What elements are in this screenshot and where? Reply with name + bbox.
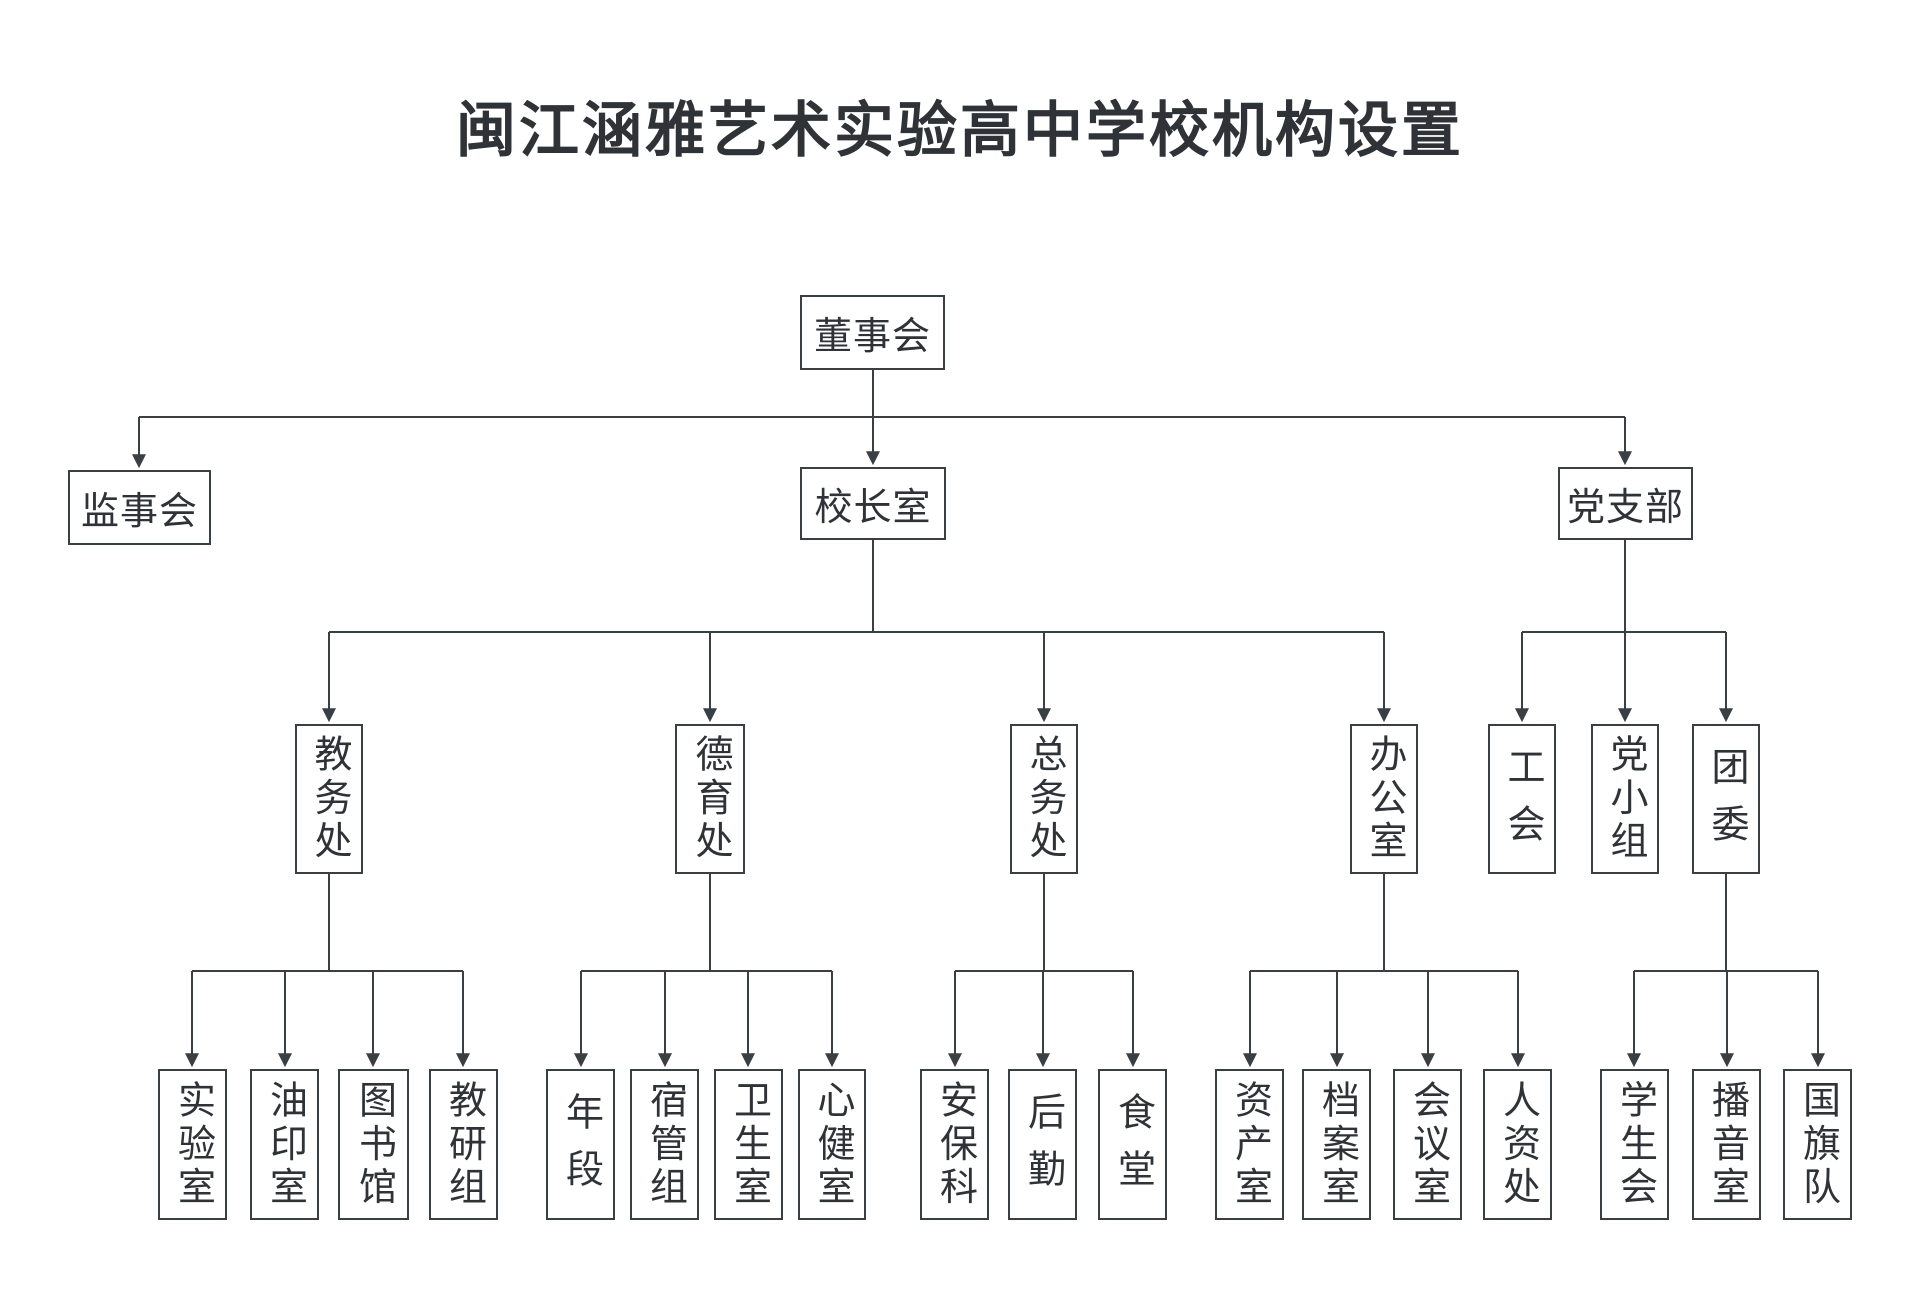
node-label: 办公室 [1363,734,1405,864]
node-supervisory-board: 监事会 [68,470,211,545]
node-label: 国旗队 [1796,1079,1839,1210]
node-teaching-research-group: 教研组 [429,1069,498,1220]
node-label: 心健室 [811,1079,853,1210]
node-label: 播音室 [1705,1079,1748,1210]
node-lab-room: 实验室 [158,1069,227,1220]
node-flag-team: 国旗队 [1783,1069,1852,1220]
node-label: 食堂 [1111,1092,1154,1207]
node-label: 教研组 [442,1079,485,1210]
node-label: 油印室 [263,1079,306,1210]
node-party-branch: 党支部 [1558,467,1693,540]
node-label: 图书馆 [352,1079,395,1210]
node-labor-union: 工会 [1488,724,1556,874]
node-dorm-management-group: 宿管组 [630,1069,699,1220]
node-canteen: 食堂 [1098,1069,1167,1220]
node-moral-education: 德育处 [675,724,745,874]
node-label: 工会 [1501,746,1543,861]
node-label: 安保科 [933,1079,976,1210]
node-board: 董事会 [800,295,945,370]
node-label: 教务处 [308,734,350,864]
node-meeting-room: 会议室 [1393,1069,1462,1220]
node-label: 学生会 [1613,1079,1656,1210]
node-general-affairs: 总务处 [1010,724,1078,874]
node-academic-affairs: 教务处 [295,724,363,874]
node-printing-room: 油印室 [250,1069,319,1220]
node-hr-office: 人资处 [1483,1069,1552,1220]
node-assets-room: 资产室 [1215,1069,1284,1220]
node-security-section: 安保科 [920,1069,989,1220]
node-principal-office: 校长室 [800,467,946,540]
node-health-room: 卫生室 [714,1069,783,1220]
node-mental-health-room: 心健室 [798,1069,866,1220]
node-label: 总务处 [1023,734,1065,864]
page-title: 闽江涵雅艺术实验高中学校机构设置 [456,98,1464,164]
node-label: 年段 [559,1092,602,1207]
node-admin-office: 办公室 [1350,724,1418,874]
node-label: 宿管组 [643,1079,686,1210]
node-archives-room: 档案室 [1302,1069,1371,1220]
node-label: 后勤 [1021,1092,1064,1207]
node-label: 德育处 [689,734,731,864]
node-student-union: 学生会 [1600,1069,1669,1220]
node-youth-league: 团委 [1692,724,1760,874]
node-label: 人资处 [1496,1079,1539,1210]
node-label: 党小组 [1604,734,1646,864]
node-label: 实验室 [171,1079,214,1210]
node-label: 团委 [1705,746,1747,861]
node-party-group: 党小组 [1591,724,1659,874]
node-broadcasting-room: 播音室 [1692,1069,1761,1220]
node-logistics: 后勤 [1008,1069,1077,1220]
node-grade-section: 年段 [546,1069,615,1220]
node-label: 卫生室 [727,1079,770,1210]
node-label: 会议室 [1406,1079,1449,1210]
node-library: 图书馆 [338,1069,409,1220]
node-label: 档案室 [1315,1079,1358,1210]
node-label: 资产室 [1228,1079,1271,1210]
